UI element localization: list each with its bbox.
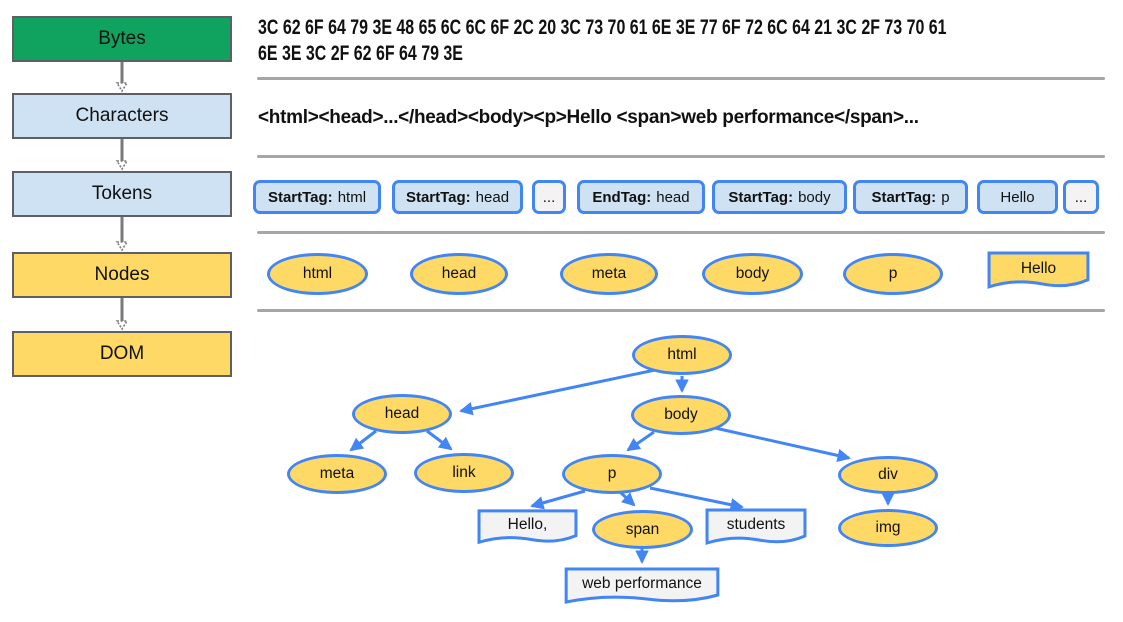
token-type: StartTag: bbox=[871, 188, 937, 206]
node-label: html bbox=[302, 265, 333, 282]
text-node-flag-shape bbox=[987, 251, 1090, 292]
node-label: meta bbox=[591, 265, 627, 282]
stage-label: Characters bbox=[75, 105, 169, 126]
token-type: EndTag: bbox=[592, 188, 652, 206]
node-meta: meta bbox=[560, 253, 658, 295]
pipeline-stage-tokens: Tokens bbox=[12, 171, 232, 217]
edge-body-div bbox=[714, 426, 851, 463]
token-value: ... bbox=[1074, 188, 1088, 206]
node-label: span bbox=[625, 520, 660, 538]
node-head: head bbox=[410, 253, 508, 295]
node-label: p bbox=[607, 465, 617, 482]
edge-p-hello bbox=[530, 489, 586, 510]
node-label: Hello, bbox=[507, 516, 548, 533]
pipeline-stage-characters: Characters bbox=[12, 93, 232, 139]
token-value: head bbox=[475, 188, 510, 206]
node-label: html bbox=[667, 346, 697, 363]
token-type: StartTag: bbox=[728, 188, 794, 206]
bytes-hex-text: 3C 62 6F 64 79 3E 48 65 6C 6C 6F 2C 20 3… bbox=[258, 15, 947, 67]
node-html: html bbox=[267, 253, 368, 295]
divider bbox=[257, 231, 1105, 234]
token-starttag-body: StartTag:body bbox=[712, 180, 847, 214]
text-node-flag-shape bbox=[563, 567, 721, 607]
arrowhead-icon bbox=[115, 160, 129, 171]
divider bbox=[257, 155, 1105, 158]
node-label: head bbox=[384, 405, 420, 422]
node-text-hello: Hello bbox=[987, 251, 1090, 292]
tree-node-link: link bbox=[414, 453, 514, 493]
token-ellipsis: ... bbox=[532, 180, 566, 214]
node-label: p bbox=[888, 265, 898, 282]
token-type: StartTag: bbox=[267, 188, 333, 206]
tree-node-head: head bbox=[352, 394, 452, 434]
token-ellipsis: ... bbox=[1063, 180, 1099, 214]
edge-head-link bbox=[426, 429, 453, 451]
pipeline-stage-nodes: Nodes bbox=[12, 252, 232, 298]
tree-node-html: html bbox=[632, 335, 732, 375]
node-label: students bbox=[726, 516, 786, 533]
token-endtag-head: EndTag:head bbox=[577, 180, 705, 214]
edge-head-meta bbox=[349, 429, 377, 452]
token-value: p bbox=[941, 188, 950, 206]
tree-node-span: span bbox=[592, 510, 693, 549]
token-value: body bbox=[798, 188, 831, 206]
stage-label: DOM bbox=[99, 343, 145, 364]
token-type: StartTag: bbox=[405, 188, 471, 206]
token-hello: Hello bbox=[977, 180, 1058, 214]
arrowhead-icon bbox=[115, 82, 129, 93]
tree-text-web-performance: web performance bbox=[563, 567, 721, 607]
stage-label: Bytes bbox=[98, 28, 146, 49]
characters-markup-text: <html><head>...</head><body><p>Hello <sp… bbox=[258, 107, 919, 128]
node-label: body bbox=[735, 265, 770, 282]
node-label: img bbox=[875, 519, 901, 536]
token-starttag-p: StartTag:p bbox=[853, 180, 968, 214]
edge-html-head bbox=[459, 368, 656, 416]
token-value: head bbox=[656, 188, 690, 206]
tree-node-body: body bbox=[631, 395, 731, 435]
node-label: body bbox=[664, 406, 698, 423]
pipeline-stage-bytes: Bytes bbox=[12, 16, 232, 62]
token-value: Hello bbox=[1000, 188, 1035, 206]
node-p: p bbox=[843, 253, 943, 295]
tree-node-div: div bbox=[838, 456, 938, 494]
tree-text-hello: Hello, bbox=[477, 509, 578, 547]
token-starttag-html: StartTag:html bbox=[253, 180, 381, 214]
node-label: div bbox=[878, 466, 898, 483]
edge-p-span bbox=[618, 490, 636, 507]
edge-body-p bbox=[626, 430, 655, 452]
token-value: ... bbox=[542, 188, 556, 206]
stage-label: Nodes bbox=[94, 264, 150, 285]
bytes-line-2: 6E 3E 3C 2F 62 6F 64 79 3E bbox=[258, 42, 463, 65]
tree-node-p: p bbox=[562, 454, 662, 494]
text-node-flag-shape bbox=[477, 509, 578, 547]
node-label: Hello bbox=[1020, 259, 1057, 277]
tree-node-meta: meta bbox=[287, 454, 387, 494]
node-label: head bbox=[441, 265, 477, 282]
bytes-line-1: 3C 62 6F 64 79 3E 48 65 6C 6C 6F 2C 20 3… bbox=[258, 16, 947, 39]
arrowhead-icon bbox=[115, 320, 129, 331]
divider bbox=[257, 77, 1105, 80]
text-node-flag-shape bbox=[705, 508, 807, 548]
token-value: html bbox=[337, 188, 367, 206]
divider bbox=[257, 309, 1105, 312]
tree-node-img: img bbox=[838, 509, 938, 547]
tree-text-students: students bbox=[705, 508, 807, 548]
arrowhead-icon bbox=[115, 241, 129, 252]
token-starttag-head: StartTag:head bbox=[392, 180, 523, 214]
node-body: body bbox=[702, 253, 803, 295]
node-label: link bbox=[452, 464, 476, 481]
edge-p-students bbox=[649, 486, 744, 512]
node-label: web performance bbox=[582, 575, 702, 592]
stage-label: Tokens bbox=[91, 183, 153, 204]
pipeline-stage-dom: DOM bbox=[12, 331, 232, 377]
node-label: meta bbox=[319, 465, 355, 482]
